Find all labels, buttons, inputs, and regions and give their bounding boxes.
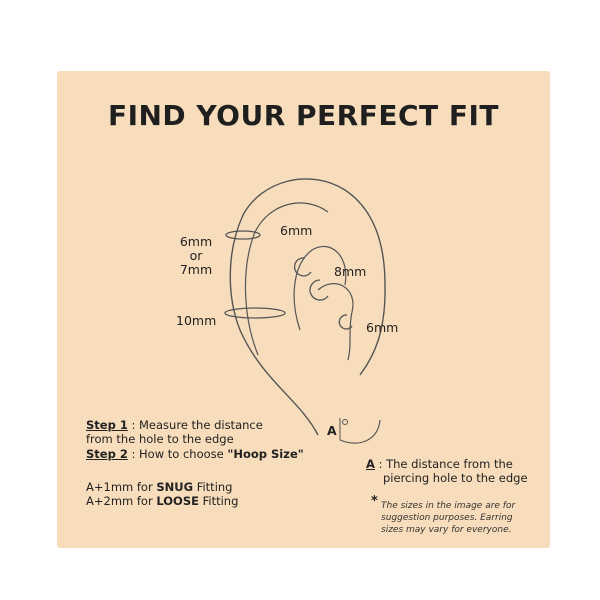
hoop-tragus [338,314,353,330]
page-title: FIND YOUR PERFECT FIT [107,99,500,132]
snug-prefix: A+1mm for [86,480,157,494]
loose-prefix: A+2mm for [86,494,157,508]
step-2-label: Step 2 [86,447,128,461]
snug-suffix: Fitting [193,480,233,494]
loose-fitting: A+2mm for LOOSE Fitting [86,494,238,508]
disclaimer-line3: sizes may vary for everyone. [381,525,512,535]
hoop-helix [225,230,261,240]
hoop-upper-lobe [224,307,286,319]
step-1-text-line2: from the hole to the edge [86,432,234,446]
ear-outline [229,178,386,436]
loose-suffix: Fitting [198,494,239,508]
definition-line1: A : The distance from the [366,457,513,471]
snug-fitting: A+1mm for SNUG Fitting [86,480,232,494]
step-1: Step 1 : Measure the distance [86,418,263,432]
hoop-rook [309,279,329,301]
disclaimer-line1: The sizes in the image are for [381,501,516,511]
step-1-text: : Measure the distance [131,418,263,432]
piercing-hole [342,419,348,425]
conch-size-label: 6mm [280,223,313,238]
tragus-size-label: 6mm [366,320,399,335]
loose-word: LOOSE [156,494,199,508]
helix-or-label: or [189,248,203,263]
step-2: Step 2 : How to choose "Hoop Size" [86,447,304,461]
helix-size-label-b: 7mm [179,262,213,277]
definition-text: : The distance from the [378,457,513,471]
disclaimer-line2: suggestion purposes. Earring [381,513,513,523]
definition-line2: piercing hole to the edge [383,471,528,485]
step-2-emphasis: "Hoop Size" [227,447,304,461]
concha-fold [293,245,347,331]
snug-word: SNUG [156,480,194,494]
helix-size-label-a: 6mm [179,234,213,249]
disclaimer-star: * [371,494,378,509]
definition-marker: A [366,457,375,471]
measure-marker-label: A [327,423,337,438]
size-guide-card [57,71,550,548]
upper-lobe-size-label: 10mm [176,313,217,328]
rook-size-label: 8mm [334,264,367,279]
step-2-text: : How to choose [131,447,228,461]
step-1-label: Step 1 [86,418,128,432]
tragus-fold [317,283,354,361]
hoop-conch [294,257,312,277]
lobe-curve [339,419,381,444]
